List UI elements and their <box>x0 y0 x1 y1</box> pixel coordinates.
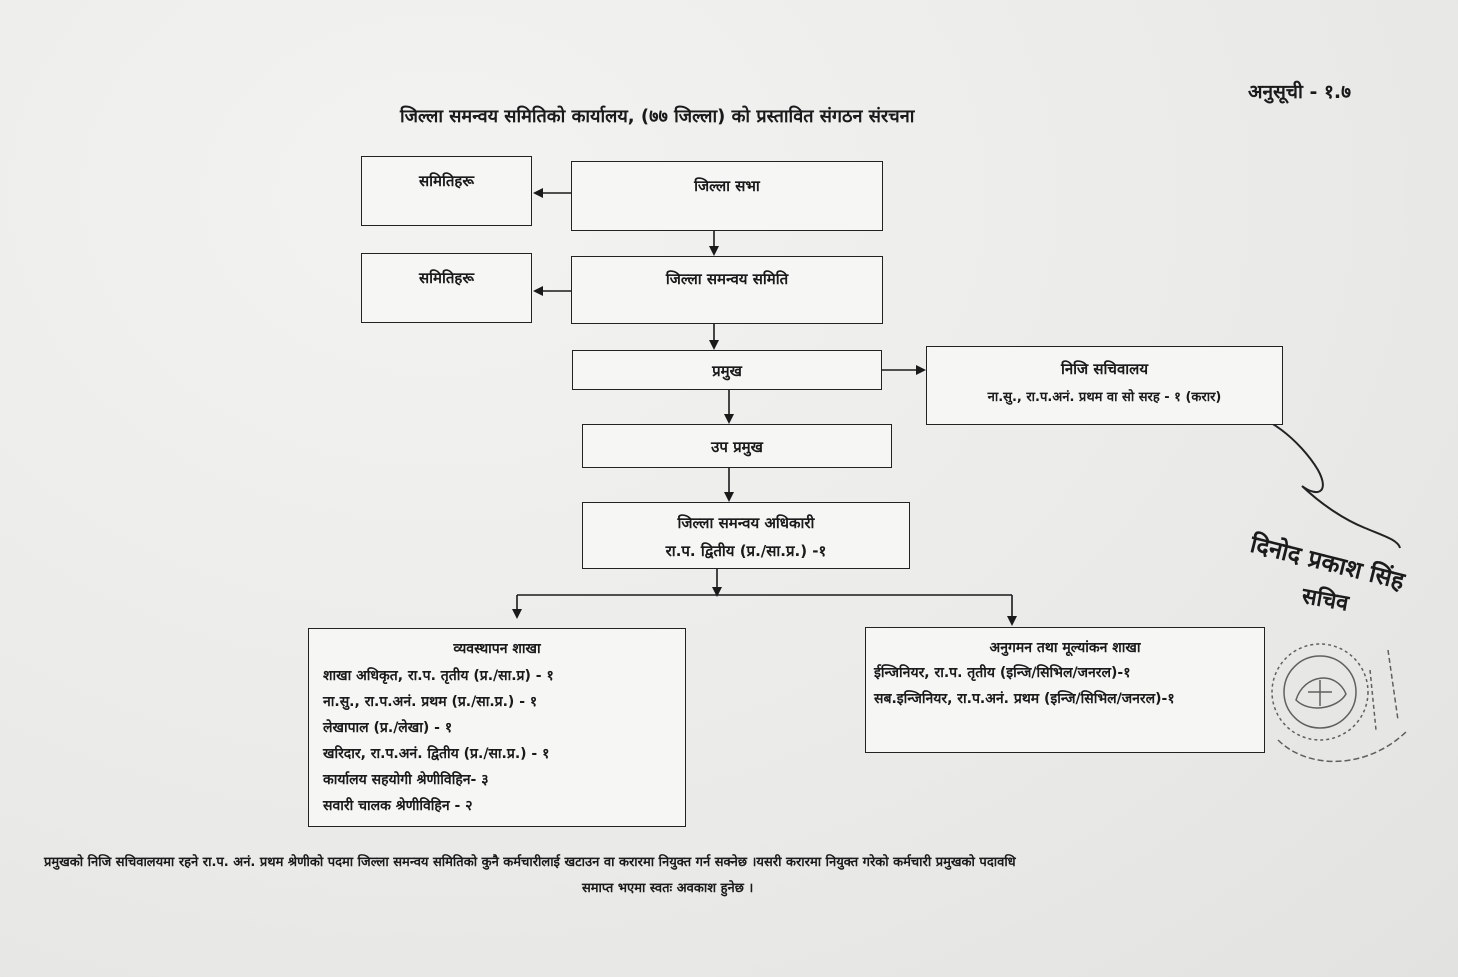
committees-label: समितिहरू <box>418 172 475 190</box>
deputy-chief-box: उप प्रमुख <box>582 424 892 468</box>
private-secretariat-title: निजि सचिवालय <box>1060 360 1149 378</box>
page-title: जिल्ला समन्वय समितिको कार्यालय, (७७ जिल्… <box>400 106 915 127</box>
footnote-line-2: समाप्त भएमा स्वतः अवकाश हुनेछ । <box>582 881 754 896</box>
chief-label: प्रमुख <box>712 362 742 380</box>
district-coordination-officer-title: जिल्ला समन्वय अधिकारी <box>677 514 815 532</box>
branch-item: कार्यालय सहयोगी श्रेणीविहिन- ३ <box>323 772 489 788</box>
management-branch-box: व्यवस्थापन शाखा शाखा अधिकृत, रा.प. तृतीय… <box>308 628 686 827</box>
branch-item: सब.इन्जिनियर, रा.प.अनं. प्रथम (इन्जि/सिभ… <box>874 691 1175 707</box>
committees-label: समितिहरू <box>418 269 475 287</box>
branch-item: सवारी चालक श्रेणीविहिन - २ <box>323 798 473 814</box>
district-assembly-label: जिल्ला सभा <box>694 177 760 195</box>
branch-item: ईन्जिनियर, रा.प. तृतीय (इन्जि/सिभिल/जनरल… <box>874 665 1131 681</box>
district-coordination-officer-box: जिल्ला समन्वय अधिकारी रा.प. द्वितीय (प्र… <box>582 502 910 569</box>
management-branch-title: व्यवस्थापन शाखा <box>453 641 541 657</box>
monitoring-branch-title: अनुगमन तथा मूल्यांकन शाखा <box>989 640 1141 656</box>
district-coordination-committee-label: जिल्ला समन्वय समिति <box>665 270 789 288</box>
branch-item: शाखा अधिकृत, रा.प. तृतीय (प्र./सा.प्र) -… <box>323 668 554 684</box>
private-secretariat-box: निजि सचिवालय ना.सु., रा.प.अनं. प्रथम वा … <box>926 346 1283 425</box>
monitoring-branch-box: अनुगमन तथा मूल्यांकन शाखा ईन्जिनियर, रा.… <box>865 627 1265 753</box>
footnote-line-1: प्रमुखको निजि सचिवालयमा रहने रा.प. अनं. … <box>44 855 1016 870</box>
district-assembly-box: जिल्ला सभा <box>571 161 883 231</box>
signature-stroke <box>1245 415 1401 549</box>
branch-item: लेखापाल (प्र./लेखा) - १ <box>323 720 453 736</box>
deputy-chief-label: उप प्रमुख <box>711 438 763 456</box>
private-secretariat-detail: ना.सु., रा.प.अनं. प्रथम वा सो सरह - १ (क… <box>987 390 1222 405</box>
official-seal <box>1271 643 1409 763</box>
committees-box-1: समितिहरू <box>361 156 532 226</box>
district-coordination-officer-detail: रा.प. द्वितीय (प्र./सा.प्र.) -१ <box>665 542 827 560</box>
committees-box-2: समितिहरू <box>361 253 532 323</box>
annex-label: अनुसूची - १.७ <box>1248 81 1351 103</box>
branch-item: खरिदार, रा.प.अनं. द्वितीय (प्र./सा.प्र.)… <box>323 746 550 762</box>
chief-box: प्रमुख <box>572 350 882 390</box>
branch-item: ना.सु., रा.प.अनं. प्रथम (प्र./सा.प्र.) -… <box>323 694 538 710</box>
district-coordination-committee-box: जिल्ला समन्वय समिति <box>571 256 883 324</box>
